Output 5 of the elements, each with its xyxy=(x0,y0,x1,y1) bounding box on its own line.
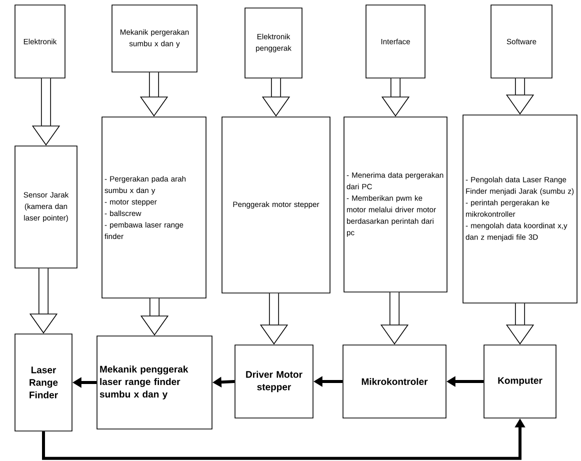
process-box: Laser Range Finder xyxy=(14,334,72,432)
process-box: Mikrokontroler xyxy=(342,344,446,418)
process-box: Driver Motor stepper xyxy=(234,344,314,418)
process-box: Komputer xyxy=(484,344,556,418)
process-box: Mekanik penggerak laser range finder sumbu x dan y xyxy=(96,336,212,430)
